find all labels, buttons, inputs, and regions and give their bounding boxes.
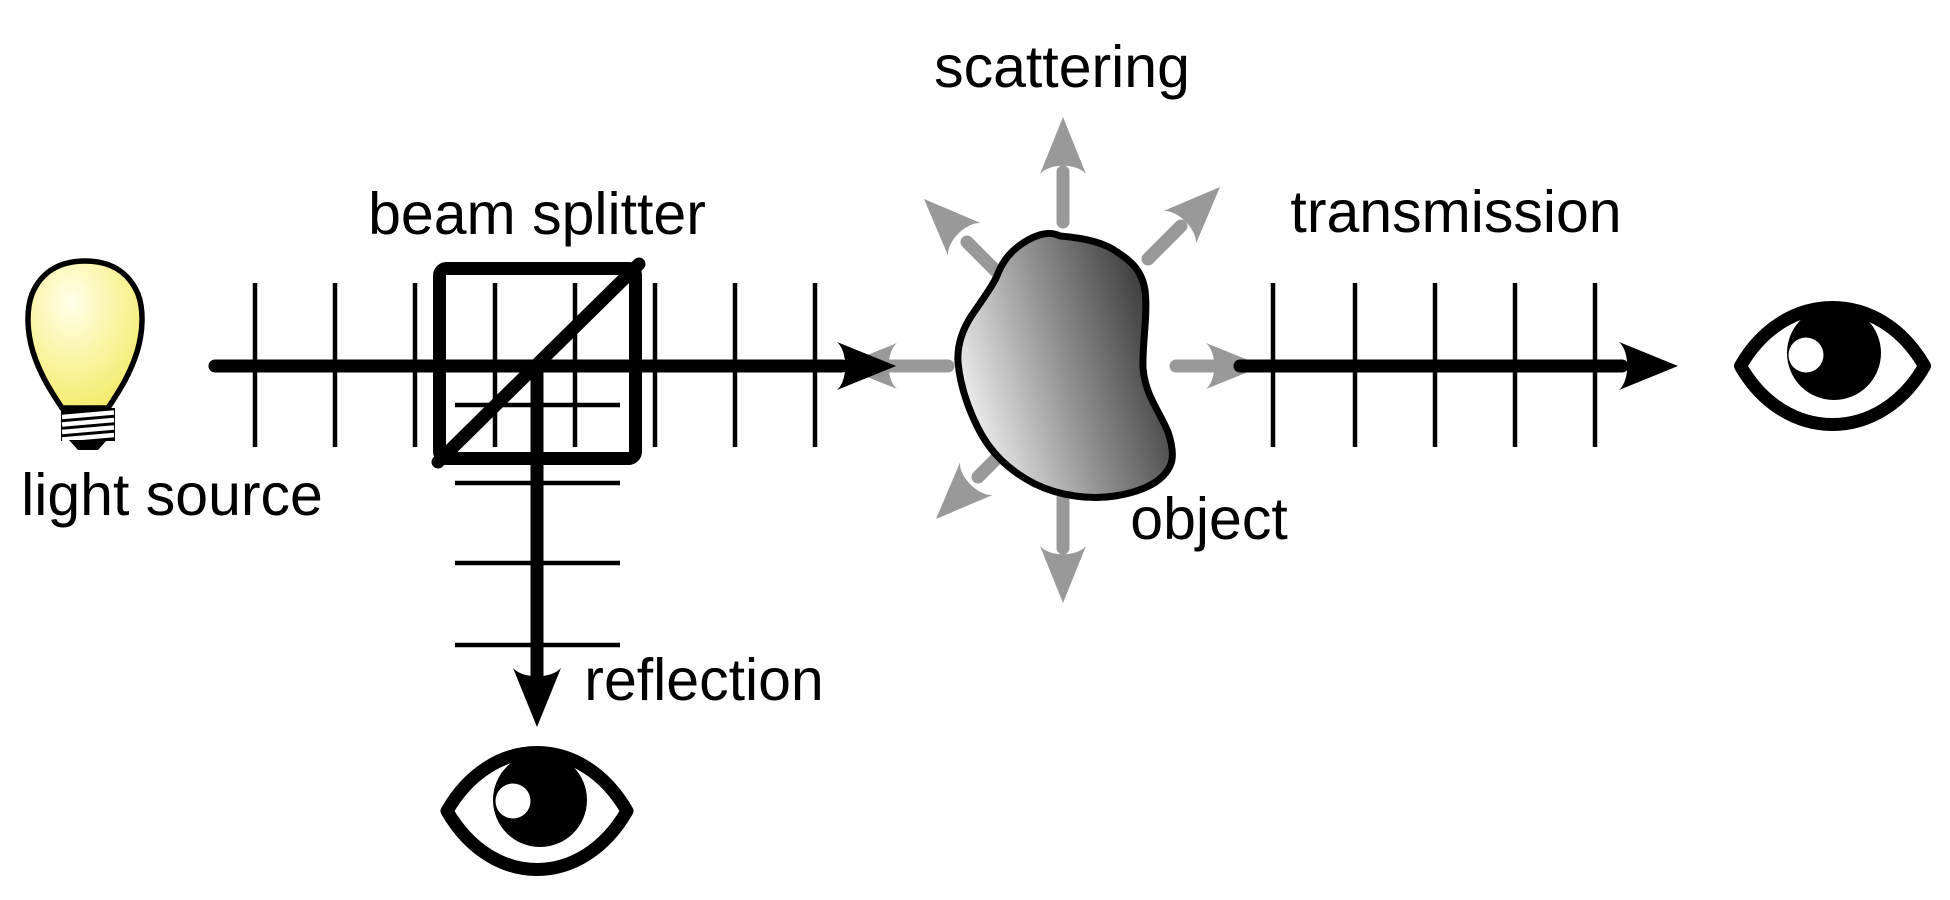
label-light-source: light source	[21, 462, 323, 528]
label-beam-splitter: beam splitter	[368, 181, 706, 247]
beam-splitter-cube	[431, 257, 646, 469]
scatter-arrowhead-up	[1040, 117, 1086, 174]
beam-splitter-diagonal	[431, 257, 646, 469]
scatter-arrowhead-down	[1040, 546, 1086, 603]
light-bulb-icon	[25, 258, 145, 450]
label-transmission: transmission	[1290, 179, 1622, 245]
bulb-screw-threads	[61, 410, 115, 442]
eye-icon-reflection	[440, 746, 634, 876]
label-object: object	[1130, 486, 1288, 552]
eye-highlight	[1788, 337, 1824, 373]
eye-icon-transmission	[1734, 301, 1931, 431]
transmission-arrowhead	[1619, 342, 1678, 390]
bulb-base-tip	[69, 440, 107, 450]
scatter-shaft-upper-left	[960, 235, 1007, 282]
bulb-glass	[25, 258, 145, 411]
scatter-shaft-upper-right	[1141, 219, 1188, 266]
reflection-arrowhead	[513, 668, 561, 727]
beam-lines	[208, 359, 1629, 682]
label-reflection: reflection	[584, 647, 824, 713]
object-blob	[954, 230, 1176, 501]
beam-splitter-square	[433, 262, 642, 465]
eye-highlight	[495, 783, 531, 819]
label-scattering: scattering	[934, 34, 1190, 100]
eye-iris	[493, 753, 587, 847]
eye-iris	[1787, 307, 1881, 400]
